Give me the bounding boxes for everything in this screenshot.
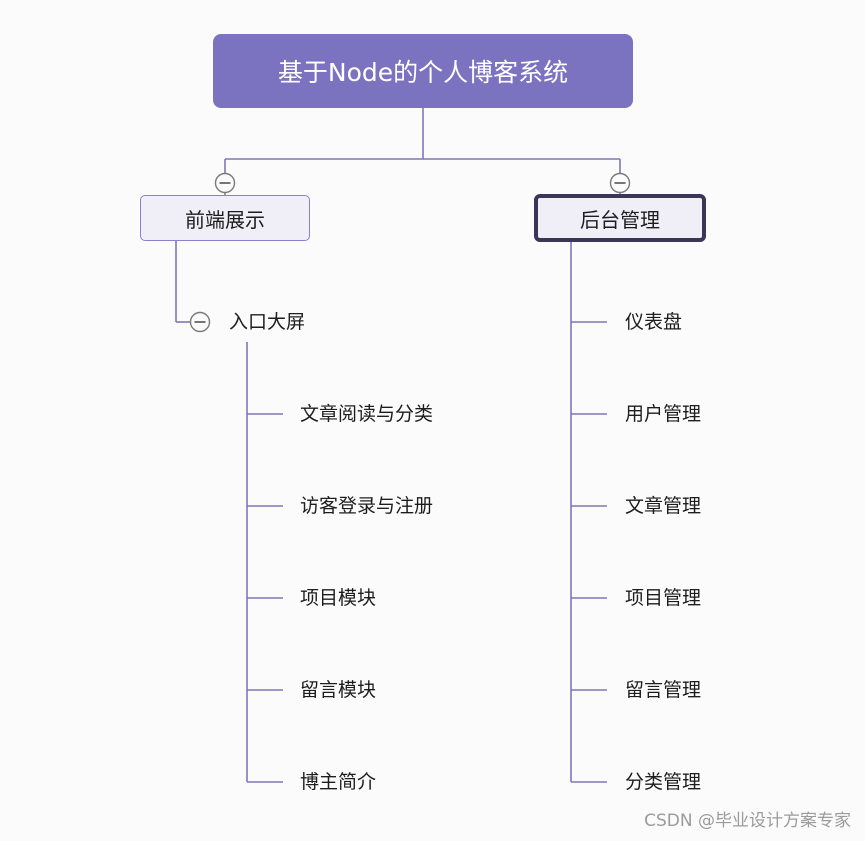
leaf-node[interactable]: 项目管理 (625, 587, 702, 609)
leaf-node[interactable]: 文章管理 (625, 495, 702, 517)
branch-backend-label: 后台管理 (580, 207, 660, 232)
leaf-node[interactable]: 用户管理 (625, 403, 702, 425)
collapse-right-icon[interactable] (609, 172, 631, 194)
leaf-node[interactable]: 留言模块 (300, 679, 377, 701)
watermark-text: CSDN @毕业设计方案专家 (644, 811, 851, 831)
leaf-node[interactable]: 文章阅读与分类 (300, 403, 434, 425)
branch-frontend[interactable]: 前端展示 (140, 195, 310, 241)
leaf-node[interactable]: 分类管理 (625, 771, 702, 793)
leaf-node[interactable]: 项目模块 (300, 587, 377, 609)
leaf-node[interactable]: 仪表盘 (625, 311, 683, 333)
collapse-sub-icon[interactable] (189, 311, 211, 333)
sub-node-label: 入口大屏 (229, 311, 306, 333)
leaf-node[interactable]: 访客登录与注册 (300, 495, 434, 517)
collapse-left-icon[interactable] (214, 172, 236, 194)
leaf-node[interactable]: 博主简介 (300, 771, 377, 793)
root-node[interactable]: 基于Node的个人博客系统 (213, 34, 633, 108)
leaf-node[interactable]: 留言管理 (625, 679, 702, 701)
sub-node-entry[interactable]: 入口大屏 (229, 310, 305, 334)
branch-backend[interactable]: 后台管理 (534, 194, 706, 242)
branch-frontend-label: 前端展示 (185, 207, 265, 232)
root-label: 基于Node的个人博客系统 (277, 58, 569, 87)
